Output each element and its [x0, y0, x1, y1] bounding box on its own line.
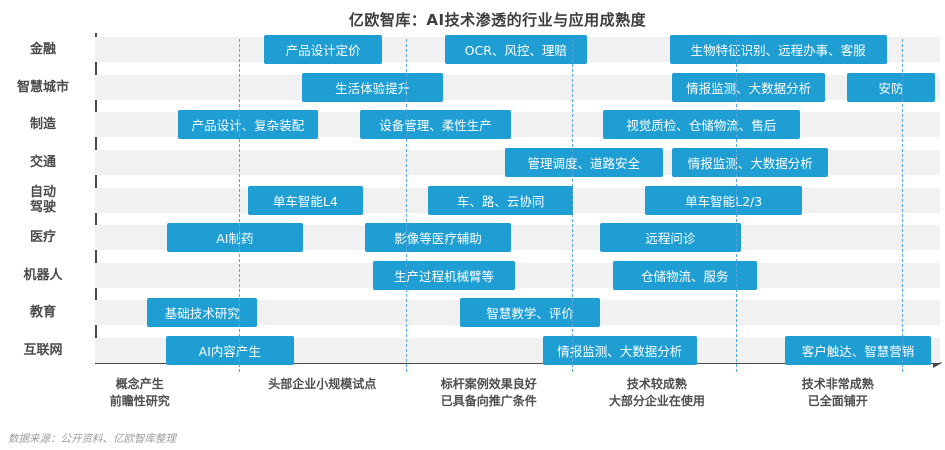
maturity-box: 情报监测、大数据分析	[542, 336, 697, 365]
x-axis	[95, 362, 935, 364]
industry-label: 教育	[29, 305, 56, 321]
maturity-box: 生物特征识别、远程办事、客服	[669, 35, 887, 64]
maturity-box: 单车智能L4	[247, 185, 363, 215]
stage-dashed-line	[736, 39, 738, 372]
industry-label: 自动 驾驶	[29, 185, 56, 215]
maturity-box: 情报监测、大数据分析	[672, 147, 829, 177]
stage-label: 技术非常成熟 已全面铺开	[801, 377, 874, 408]
maturity-box: 远程问诊	[600, 223, 741, 253]
maturity-box: 产品设计、复杂装配	[177, 110, 319, 140]
industry-label: 制造	[29, 117, 56, 133]
row-band	[95, 262, 940, 288]
maturity-box: 基础技术研究	[147, 298, 258, 328]
industry-label: 医疗	[29, 230, 56, 246]
maturity-box: 智慧教学、评价	[460, 298, 601, 328]
stage-dashed-line	[571, 39, 573, 372]
maturity-box: 安防	[847, 72, 935, 102]
industry-label: 互联网	[23, 343, 63, 358]
industry-label: 智慧城市	[16, 79, 69, 95]
maturity-box: 单车智能L2/3	[645, 185, 803, 215]
maturity-box: 设备管理、柔性生产	[360, 110, 511, 140]
maturity-box: 车、路、云协同	[427, 185, 574, 215]
source-note: 数据来源：公开资料、亿欧智库整理	[8, 433, 176, 445]
industry-label: 交通	[29, 154, 56, 170]
maturity-box: 产品设计定价	[264, 35, 383, 64]
maturity-box: 视觉质检、仓储物流、售后	[602, 110, 800, 140]
stage-dashed-line	[405, 39, 407, 372]
maturity-box: 情报监测、大数据分析	[672, 72, 826, 102]
stage-label: 技术较成熟 大部分企业在使用	[608, 377, 705, 408]
x-axis-arrow-icon	[933, 358, 942, 368]
stage-dashed-line	[901, 39, 903, 372]
industry-label: 机器人	[23, 267, 63, 283]
maturity-box: 管理调度、道路安全	[504, 147, 663, 177]
stage-dashed-line	[238, 39, 240, 372]
maturity-box: 客户触达、智慧营销	[785, 336, 931, 365]
page-title: 亿欧智库：AI技术渗透的行业与应用成熟度	[348, 11, 647, 29]
stage-label: 概念产生 前瞻性研究	[109, 377, 170, 408]
maturity-box: 影像等医疗辅助	[365, 223, 511, 253]
maturity-box: 生产过程机械臂等	[373, 260, 515, 290]
stage-label: 标杆案例效果良好 已具备向推广条件	[440, 377, 537, 408]
maturity-box: AI内容产生	[165, 336, 294, 365]
industry-label: 金融	[29, 42, 56, 57]
maturity-box: 生活体验提升	[302, 72, 444, 102]
maturity-box: 仓储物流、服务	[612, 260, 757, 290]
stage-label: 头部企业小规模试点	[268, 377, 377, 391]
maturity-box: OCR、风控、理赔	[444, 35, 587, 64]
maturity-box: AI制药	[166, 223, 303, 253]
